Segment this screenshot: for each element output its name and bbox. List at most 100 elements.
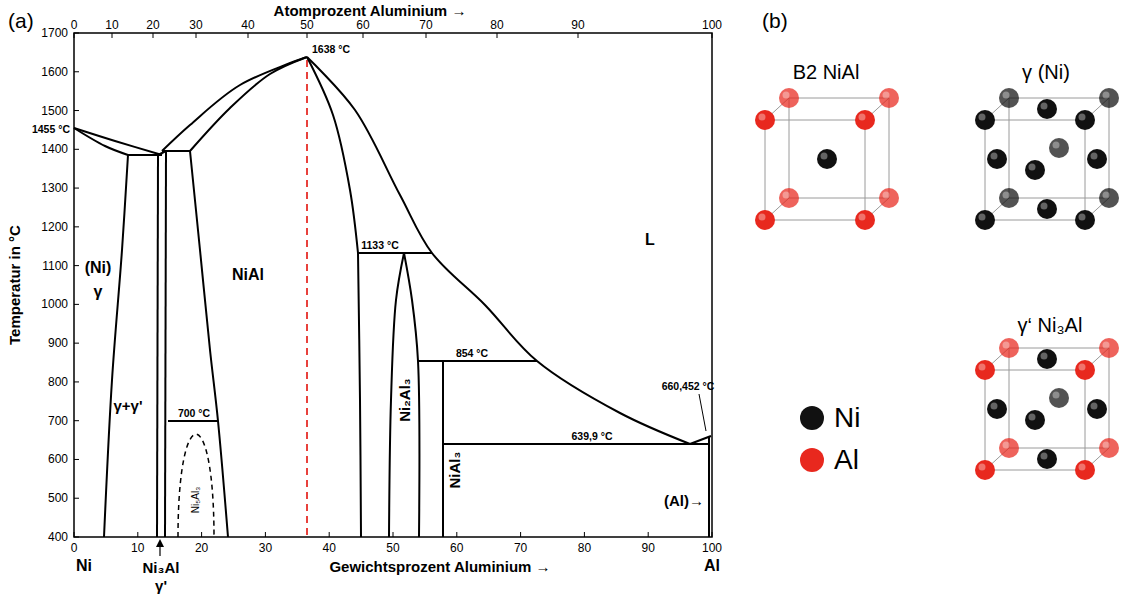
atom-ball bbox=[755, 110, 775, 130]
atom-highlight bbox=[1103, 342, 1110, 349]
tick-label: 1000 bbox=[41, 298, 68, 310]
atom bbox=[817, 149, 837, 169]
atom-highlight bbox=[1053, 142, 1060, 149]
atom-ball bbox=[779, 188, 799, 208]
phase-boundary bbox=[190, 151, 228, 537]
tick-label: 1600 bbox=[41, 66, 68, 78]
atom-ball bbox=[999, 438, 1019, 458]
axis-tick bbox=[74, 459, 79, 460]
atom bbox=[975, 460, 995, 480]
temperature-label: 639,9 °C bbox=[572, 431, 613, 442]
atom-highlight bbox=[759, 114, 766, 121]
axis-tick bbox=[265, 532, 266, 537]
atom-highlight bbox=[1041, 203, 1048, 210]
temperature-label: 700 °C bbox=[178, 408, 210, 419]
tick-label: 30 bbox=[259, 542, 272, 554]
tick-label: 0 bbox=[71, 542, 78, 554]
phase-boundary bbox=[104, 155, 128, 537]
tick-label: 100 bbox=[702, 19, 722, 31]
atom-highlight bbox=[1003, 442, 1010, 449]
phase-label: (Al)→ bbox=[664, 493, 704, 508]
tick-label: 50 bbox=[386, 542, 399, 554]
cell-edge bbox=[1009, 348, 1010, 448]
atom-ball bbox=[987, 399, 1007, 419]
phase-label: NiAl₃ bbox=[447, 452, 462, 489]
atom bbox=[779, 188, 799, 208]
phase-boundary bbox=[307, 57, 358, 253]
axis-tick bbox=[712, 33, 713, 38]
axis-tick bbox=[74, 343, 79, 344]
axis-tick bbox=[74, 532, 75, 537]
atom-highlight bbox=[1091, 153, 1098, 160]
atom bbox=[1037, 99, 1057, 119]
legend-swatch bbox=[800, 406, 824, 430]
atom-highlight bbox=[979, 464, 986, 471]
cell-edge bbox=[765, 120, 865, 121]
atom-ball bbox=[1075, 110, 1095, 130]
atom-ball bbox=[1037, 449, 1057, 469]
tick-label: 40 bbox=[241, 19, 254, 31]
atom bbox=[1075, 210, 1095, 230]
cell-edge bbox=[1109, 348, 1110, 448]
atom-ball bbox=[1037, 199, 1057, 219]
atom bbox=[987, 149, 1007, 169]
structure-title: B2 NiAl bbox=[793, 62, 860, 82]
atom-highlight bbox=[1091, 403, 1098, 410]
phase-boundary bbox=[128, 154, 162, 156]
atom-ball bbox=[975, 210, 995, 230]
atom-highlight bbox=[1103, 442, 1110, 449]
metastable-boundary bbox=[178, 434, 214, 537]
phase-boundary bbox=[358, 253, 361, 537]
atom-highlight bbox=[759, 214, 766, 221]
atom bbox=[1099, 88, 1119, 108]
atom-ball bbox=[999, 188, 1019, 208]
phase-boundary bbox=[307, 57, 690, 444]
tick-label: 10 bbox=[131, 542, 144, 554]
axis-title: Gewichtsprozent Aluminium → bbox=[329, 559, 550, 574]
tick-label: 30 bbox=[189, 19, 202, 31]
atom-highlight bbox=[1041, 353, 1048, 360]
legend-text: Al bbox=[834, 446, 859, 474]
atom bbox=[1099, 188, 1119, 208]
phase-boundary bbox=[157, 155, 158, 537]
atom bbox=[975, 110, 995, 130]
temperature-label: 660,452 °C bbox=[662, 381, 715, 392]
tick-label: 800 bbox=[48, 376, 68, 388]
cell-edge bbox=[765, 220, 865, 221]
atom bbox=[1025, 160, 1045, 180]
axis-title: Atomprozent Aluminium → bbox=[274, 3, 467, 18]
phase-boundary bbox=[708, 436, 710, 537]
axis-tick bbox=[74, 33, 79, 34]
atom bbox=[1075, 460, 1095, 480]
atom-highlight bbox=[859, 114, 866, 121]
atom-ball bbox=[1087, 399, 1107, 419]
axis-tick bbox=[578, 33, 579, 38]
phase-boundary bbox=[443, 443, 709, 445]
phase-label: γ' bbox=[155, 578, 167, 593]
axis-tick bbox=[329, 532, 330, 537]
phase-label: (Ni) bbox=[85, 260, 112, 276]
atom bbox=[975, 210, 995, 230]
atom bbox=[1025, 410, 1045, 430]
tick-label: 1500 bbox=[41, 105, 68, 117]
atom bbox=[987, 399, 1007, 419]
unit-cell bbox=[755, 88, 899, 230]
phase-label: γ bbox=[94, 284, 103, 300]
atom bbox=[855, 110, 875, 130]
atom-highlight bbox=[1029, 414, 1036, 421]
plot-frame bbox=[74, 33, 712, 537]
cell-edge bbox=[985, 120, 986, 220]
atom bbox=[779, 88, 799, 108]
atom bbox=[975, 360, 995, 380]
tick-label: 20 bbox=[195, 542, 208, 554]
tick-label: 90 bbox=[642, 542, 655, 554]
phase-label: Ni₃Al bbox=[143, 560, 180, 575]
axis-tick bbox=[153, 33, 154, 38]
phase-boundary bbox=[165, 151, 166, 537]
atom-ball bbox=[1049, 138, 1069, 158]
structure-title: γ (Ni) bbox=[1022, 62, 1070, 82]
atom-highlight bbox=[1079, 364, 1086, 371]
tick-label: 1300 bbox=[41, 182, 68, 194]
tick-label: 70 bbox=[419, 19, 432, 31]
tick-label: 10 bbox=[105, 19, 118, 31]
